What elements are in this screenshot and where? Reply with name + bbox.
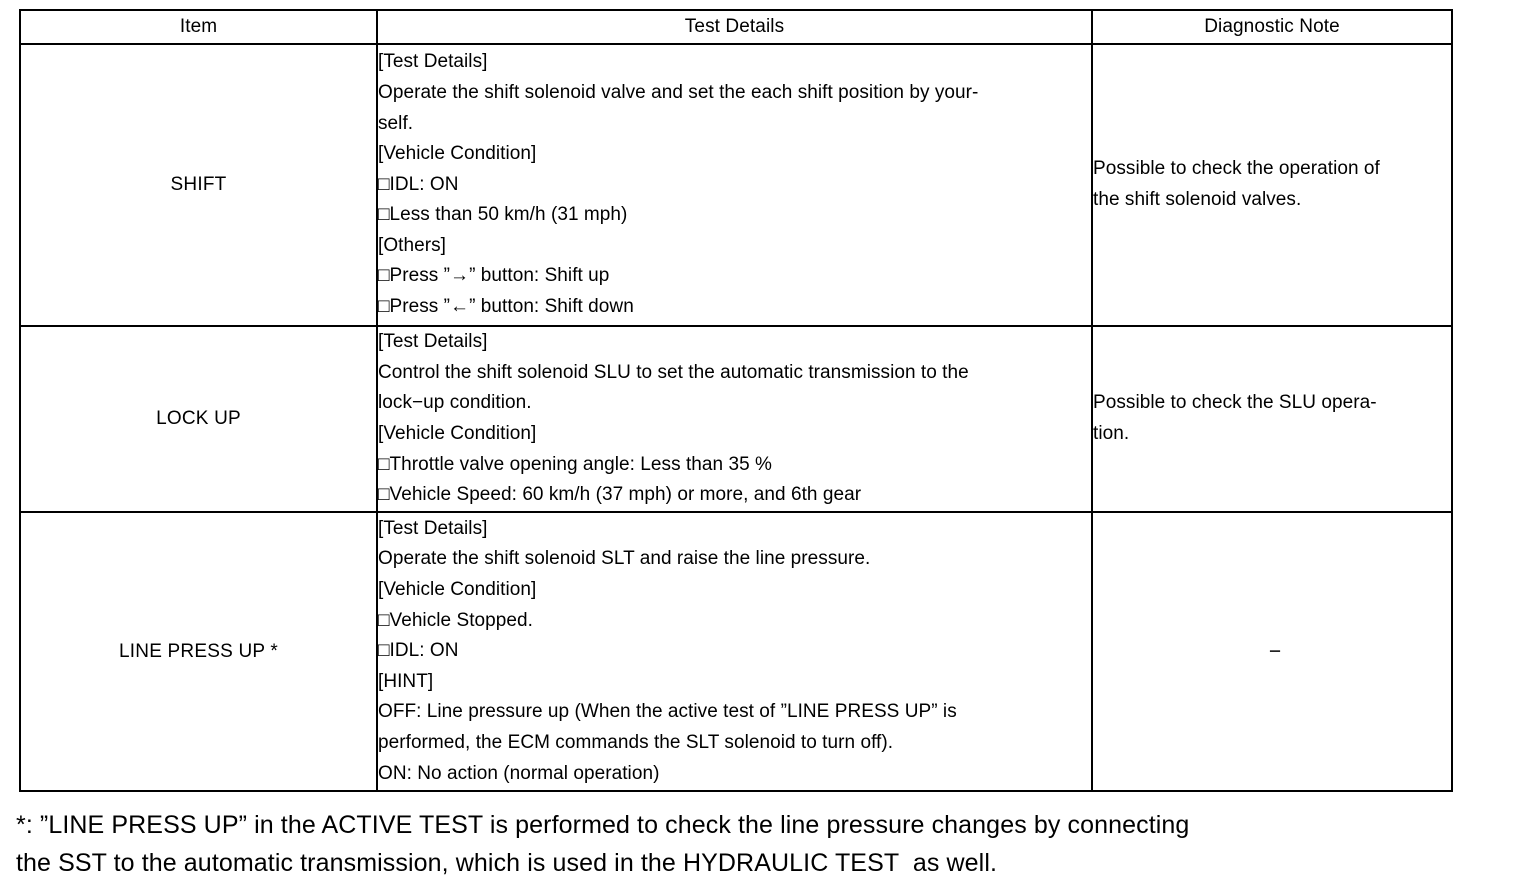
diagnostic-note-lock-up: Possible to check the SLU opera- tion. xyxy=(1091,325,1453,513)
table-header-row: Item Test Details Diagnostic Note xyxy=(19,9,1453,45)
table-footnote: *: ”LINE PRESS UP” in the ACTIVE TEST is… xyxy=(16,806,1496,882)
diagnostic-note-line-press-up: − xyxy=(1091,511,1453,792)
detail-line: [HINT] xyxy=(378,670,434,692)
active-test-table: Item Test Details Diagnostic Note SHIFT … xyxy=(19,9,1453,792)
detail-line: [Test Details] xyxy=(378,51,488,73)
detail-line: [Vehicle Condition] xyxy=(378,143,537,165)
detail-line: [Others] xyxy=(378,234,446,256)
footnote-line: *: ”LINE PRESS UP” in the ACTIVE TEST is… xyxy=(16,811,1190,839)
note-dash: − xyxy=(1268,639,1282,663)
test-details-shift: [Test Details] Operate the shift solenoi… xyxy=(376,43,1093,327)
table-row: LOCK UP [Test Details] Control the shift… xyxy=(19,325,1453,513)
diagnostic-note-shift: Possible to check the operation of the s… xyxy=(1091,43,1453,327)
detail-line: □IDL: ON xyxy=(378,640,459,662)
note-line: Possible to check the SLU opera- xyxy=(1093,392,1377,414)
detail-line: lock−up condition. xyxy=(378,392,532,414)
detail-line: Operate the shift solenoid SLT and raise… xyxy=(378,548,871,570)
detail-line: □IDL: ON xyxy=(378,173,459,195)
test-details-lock-up: [Test Details] Control the shift solenoi… xyxy=(376,325,1093,513)
column-header-diagnostic-note: Diagnostic Note xyxy=(1091,9,1453,45)
detail-line: □Throttle valve opening angle: Less than… xyxy=(378,453,772,475)
table-row: LINE PRESS UP * [Test Details] Operate t… xyxy=(19,511,1453,792)
detail-line: self. xyxy=(378,112,414,134)
table-row: SHIFT [Test Details] Operate the shift s… xyxy=(19,43,1453,327)
detail-line: [Vehicle Condition] xyxy=(378,579,537,601)
note-line: Possible to check the operation of xyxy=(1093,158,1380,180)
test-details-line-press-up: [Test Details] Operate the shift solenoi… xyxy=(376,511,1093,792)
detail-line: [Test Details] xyxy=(378,517,488,539)
detail-line: OFF: Line pressure up (When the active t… xyxy=(378,701,957,723)
detail-line: □Vehicle Speed: 60 km/h (37 mph) or more… xyxy=(378,484,862,506)
detail-line: □Vehicle Stopped. xyxy=(378,609,533,631)
detail-line: □Press ”←” button: Shift down xyxy=(378,296,634,318)
table-body: SHIFT [Test Details] Operate the shift s… xyxy=(19,43,1453,792)
item-name-line-press-up: LINE PRESS UP * xyxy=(19,511,378,792)
detail-line: Control the shift solenoid SLU to set th… xyxy=(378,361,969,383)
detail-line: performed, the ECM commands the SLT sole… xyxy=(378,731,894,753)
detail-line: □Less than 50 km/h (31 mph) xyxy=(378,204,628,226)
table-header: Item Test Details Diagnostic Note xyxy=(19,9,1453,45)
note-line: the shift solenoid valves. xyxy=(1093,189,1302,210)
detail-line: □Press ”→” button: Shift up xyxy=(378,265,610,287)
detail-line: [Test Details] xyxy=(378,331,488,353)
item-name-shift: SHIFT xyxy=(19,43,378,327)
item-name-lock-up: LOCK UP xyxy=(19,325,378,513)
active-test-table-container: Item Test Details Diagnostic Note SHIFT … xyxy=(19,9,1453,792)
column-header-test-details: Test Details xyxy=(376,9,1093,45)
detail-line: ON: No action (normal operation) xyxy=(378,762,660,784)
note-line: tion. xyxy=(1093,423,1130,444)
detail-line: Operate the shift solenoid valve and set… xyxy=(378,81,979,103)
footnote-line: the SST to the automatic transmission, w… xyxy=(16,849,998,877)
detail-line: [Vehicle Condition] xyxy=(378,423,537,444)
column-header-item: Item xyxy=(19,9,378,45)
